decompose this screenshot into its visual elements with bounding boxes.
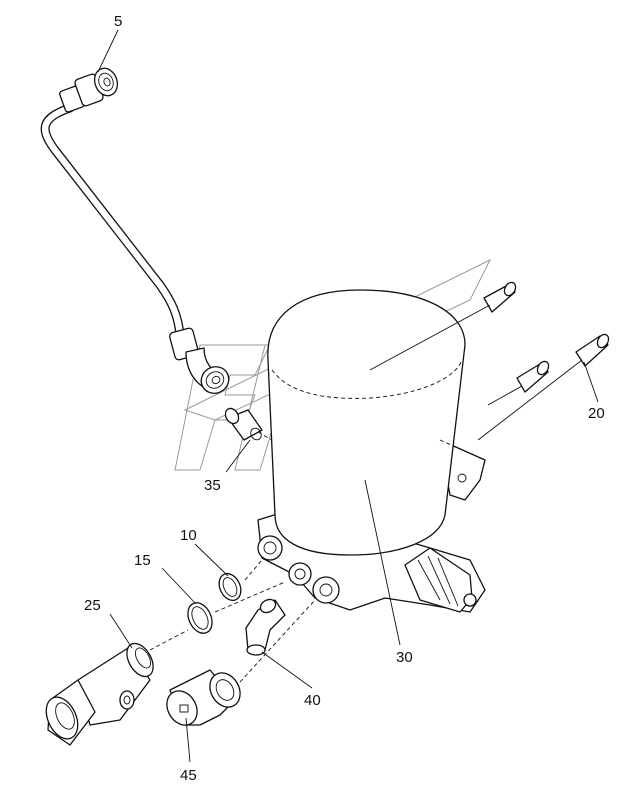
purge-valve	[404, 547, 477, 613]
elbow-cap-fitting	[166, 669, 241, 726]
callout-25: 25	[84, 597, 101, 614]
plug-1	[483, 281, 517, 313]
plug-3	[575, 333, 610, 367]
callout-30: 30	[396, 649, 413, 666]
o-ring-small	[218, 572, 242, 602]
callout-20: 20	[588, 405, 605, 422]
plug-2	[516, 360, 550, 393]
callout-40: 40	[304, 692, 321, 709]
o-ring-large	[187, 602, 213, 634]
callout-45: 45	[180, 767, 197, 784]
hose-assembly	[40, 67, 230, 394]
elbow-fitting	[245, 598, 286, 656]
callout-5: 5	[114, 13, 122, 30]
small-fitting	[224, 407, 273, 441]
hose-top-fitting	[59, 67, 119, 113]
air-dryer-assembly	[257, 289, 486, 613]
connector-body	[45, 642, 154, 746]
callout-15: 15	[134, 552, 151, 569]
plug-set	[369, 281, 610, 441]
callout-35: 35	[204, 477, 221, 494]
callout-10: 10	[180, 527, 197, 544]
hose-bottom-fitting	[169, 327, 230, 394]
